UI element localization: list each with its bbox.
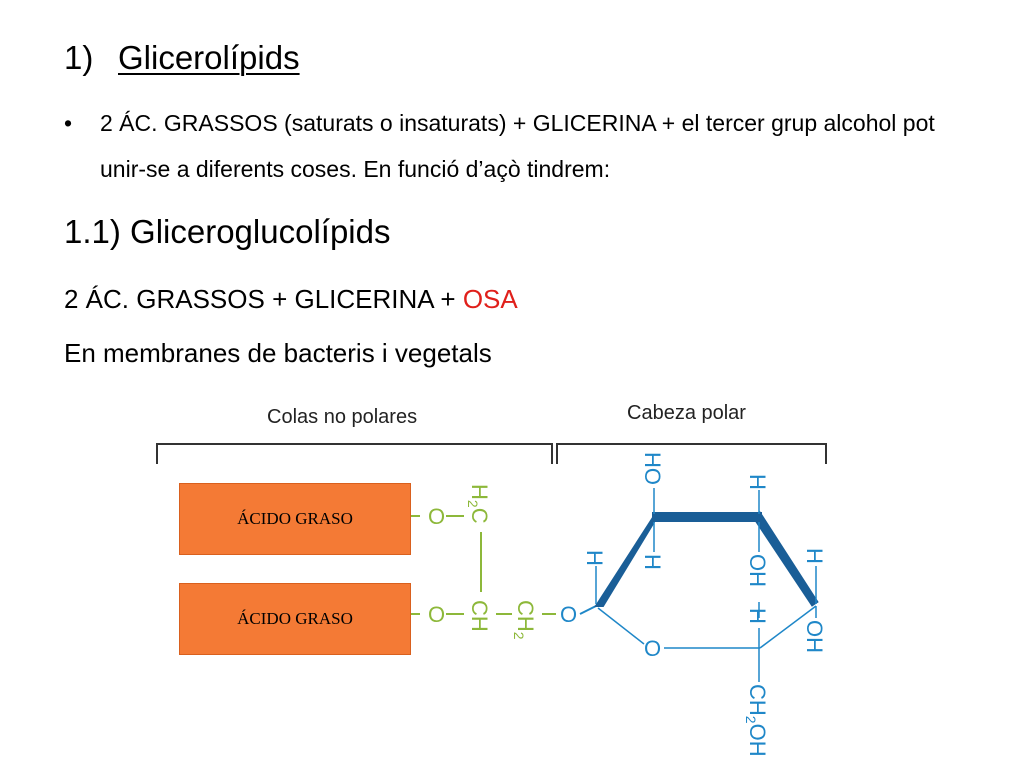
svg-text:H: H <box>745 608 770 624</box>
fatty-acid-box-2: ÁCIDO GRASO <box>179 583 411 655</box>
sugar-ring: O O HO H H H OH <box>560 452 827 757</box>
diagram-structure: O H2C O CH CH2 O <box>156 443 827 757</box>
svg-text:O: O <box>428 602 445 627</box>
svg-text:H: H <box>640 554 665 570</box>
svg-text:O: O <box>428 504 445 529</box>
heading-number: 1) <box>64 39 94 76</box>
svg-text:H: H <box>745 474 770 490</box>
formula-line: 2 ÁC. GRASSOS + GLICERINA + OSA <box>64 284 518 315</box>
glyceroglycolipid-diagram: O H2C O CH CH2 O <box>152 392 838 768</box>
head-bracket <box>556 443 827 464</box>
svg-text:H: H <box>802 548 827 564</box>
glycerol-backbone: O H2C O CH CH2 <box>410 484 556 640</box>
subsection-heading: 1.1) Gliceroglucolípids <box>64 213 391 250</box>
formula-highlight: OSA <box>462 284 518 314</box>
svg-text:HO: HO <box>640 452 665 485</box>
bullet-dot: • <box>64 110 73 136</box>
section-heading: 1) Glicerolípids <box>64 38 300 78</box>
svg-text:OH: OH <box>745 554 770 587</box>
svg-text:H: H <box>582 550 607 566</box>
formula-prefix: 2 ÁC. GRASSOS + GLICERINA + <box>64 284 463 314</box>
tails-bracket <box>156 443 553 464</box>
note-line: En membranes de bacteris i vegetals <box>64 338 492 368</box>
bullet-text: 2 ÁC. GRASSOS (saturats o insaturats) + … <box>100 110 935 182</box>
svg-text:CH2OH: CH2OH <box>743 684 770 757</box>
svg-text:OH: OH <box>802 620 827 653</box>
head-label: Cabeza polar <box>627 402 746 424</box>
heading-title: Glicerolípids <box>118 39 300 76</box>
tails-label: Colas no polares <box>267 406 418 428</box>
svg-text:H2C: H2C <box>465 484 492 524</box>
svg-text:O: O <box>644 636 661 661</box>
fatty-acid-box-1: ÁCIDO GRASO <box>179 483 411 555</box>
svg-text:O: O <box>560 602 577 627</box>
svg-text:CH: CH <box>467 600 492 632</box>
svg-text:CH2: CH2 <box>511 600 538 640</box>
